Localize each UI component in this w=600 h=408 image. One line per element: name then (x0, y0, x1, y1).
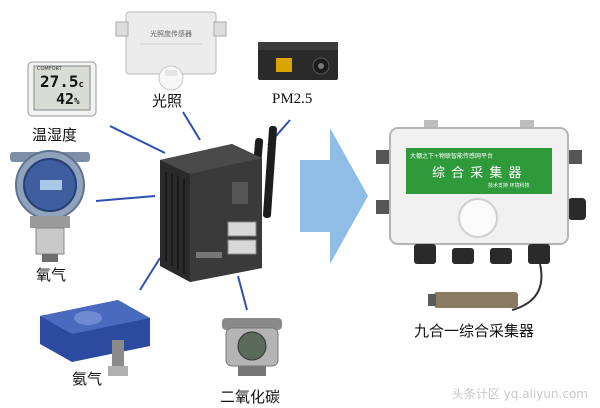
label-co2: 二氧化碳 (220, 388, 281, 406)
line-light (182, 111, 201, 141)
watermark: 头条计区 yq.aliyun.com (451, 387, 588, 401)
hygrometer-device: COMFORT (27, 61, 97, 117)
connector-lines (95, 111, 291, 311)
oxygen-sensor-device (10, 150, 90, 262)
line-temp-humidity (109, 125, 166, 154)
collector-panel-title: 综 合 采 集 器 (432, 166, 523, 181)
hygrometer-humidity-readout: 42% (56, 90, 80, 108)
co2-sensor-device (222, 318, 282, 376)
ammonia-sensor-device (40, 300, 150, 376)
svg-text:COMFORT: COMFORT (37, 66, 63, 72)
label-ammonia: 氨气 (72, 370, 103, 388)
collector-panel-bottom-text: 技术支持 环境科技 (488, 183, 530, 189)
line-ammonia (139, 257, 161, 291)
label-collector: 九合一综合采集器 (414, 322, 535, 340)
pm25-sensor-device (258, 42, 338, 80)
collector-device (376, 120, 586, 311)
line-oxygen (95, 195, 156, 202)
temp-value: 27.5 (40, 72, 79, 91)
label-temp-humidity: 温湿度 (32, 126, 78, 144)
label-light: 光照 (152, 92, 183, 110)
flow-arrow (300, 128, 368, 264)
gateway-device (160, 126, 277, 282)
humidity-value: 42 (56, 90, 75, 108)
light-sensor-device: 光照度传感器 (115, 11, 227, 91)
svg-text:光照度传感器: 光照度传感器 (150, 29, 192, 38)
label-oxygen: 氧气 (36, 266, 67, 284)
line-co2 (237, 275, 248, 311)
hygrometer-temp-readout: 27.5c (40, 72, 84, 91)
temp-unit: c (78, 80, 84, 90)
collector-panel-top-text: 大棚之下+物联智能传感网平台 (410, 153, 494, 160)
label-pm25: PM2.5 (272, 91, 313, 107)
